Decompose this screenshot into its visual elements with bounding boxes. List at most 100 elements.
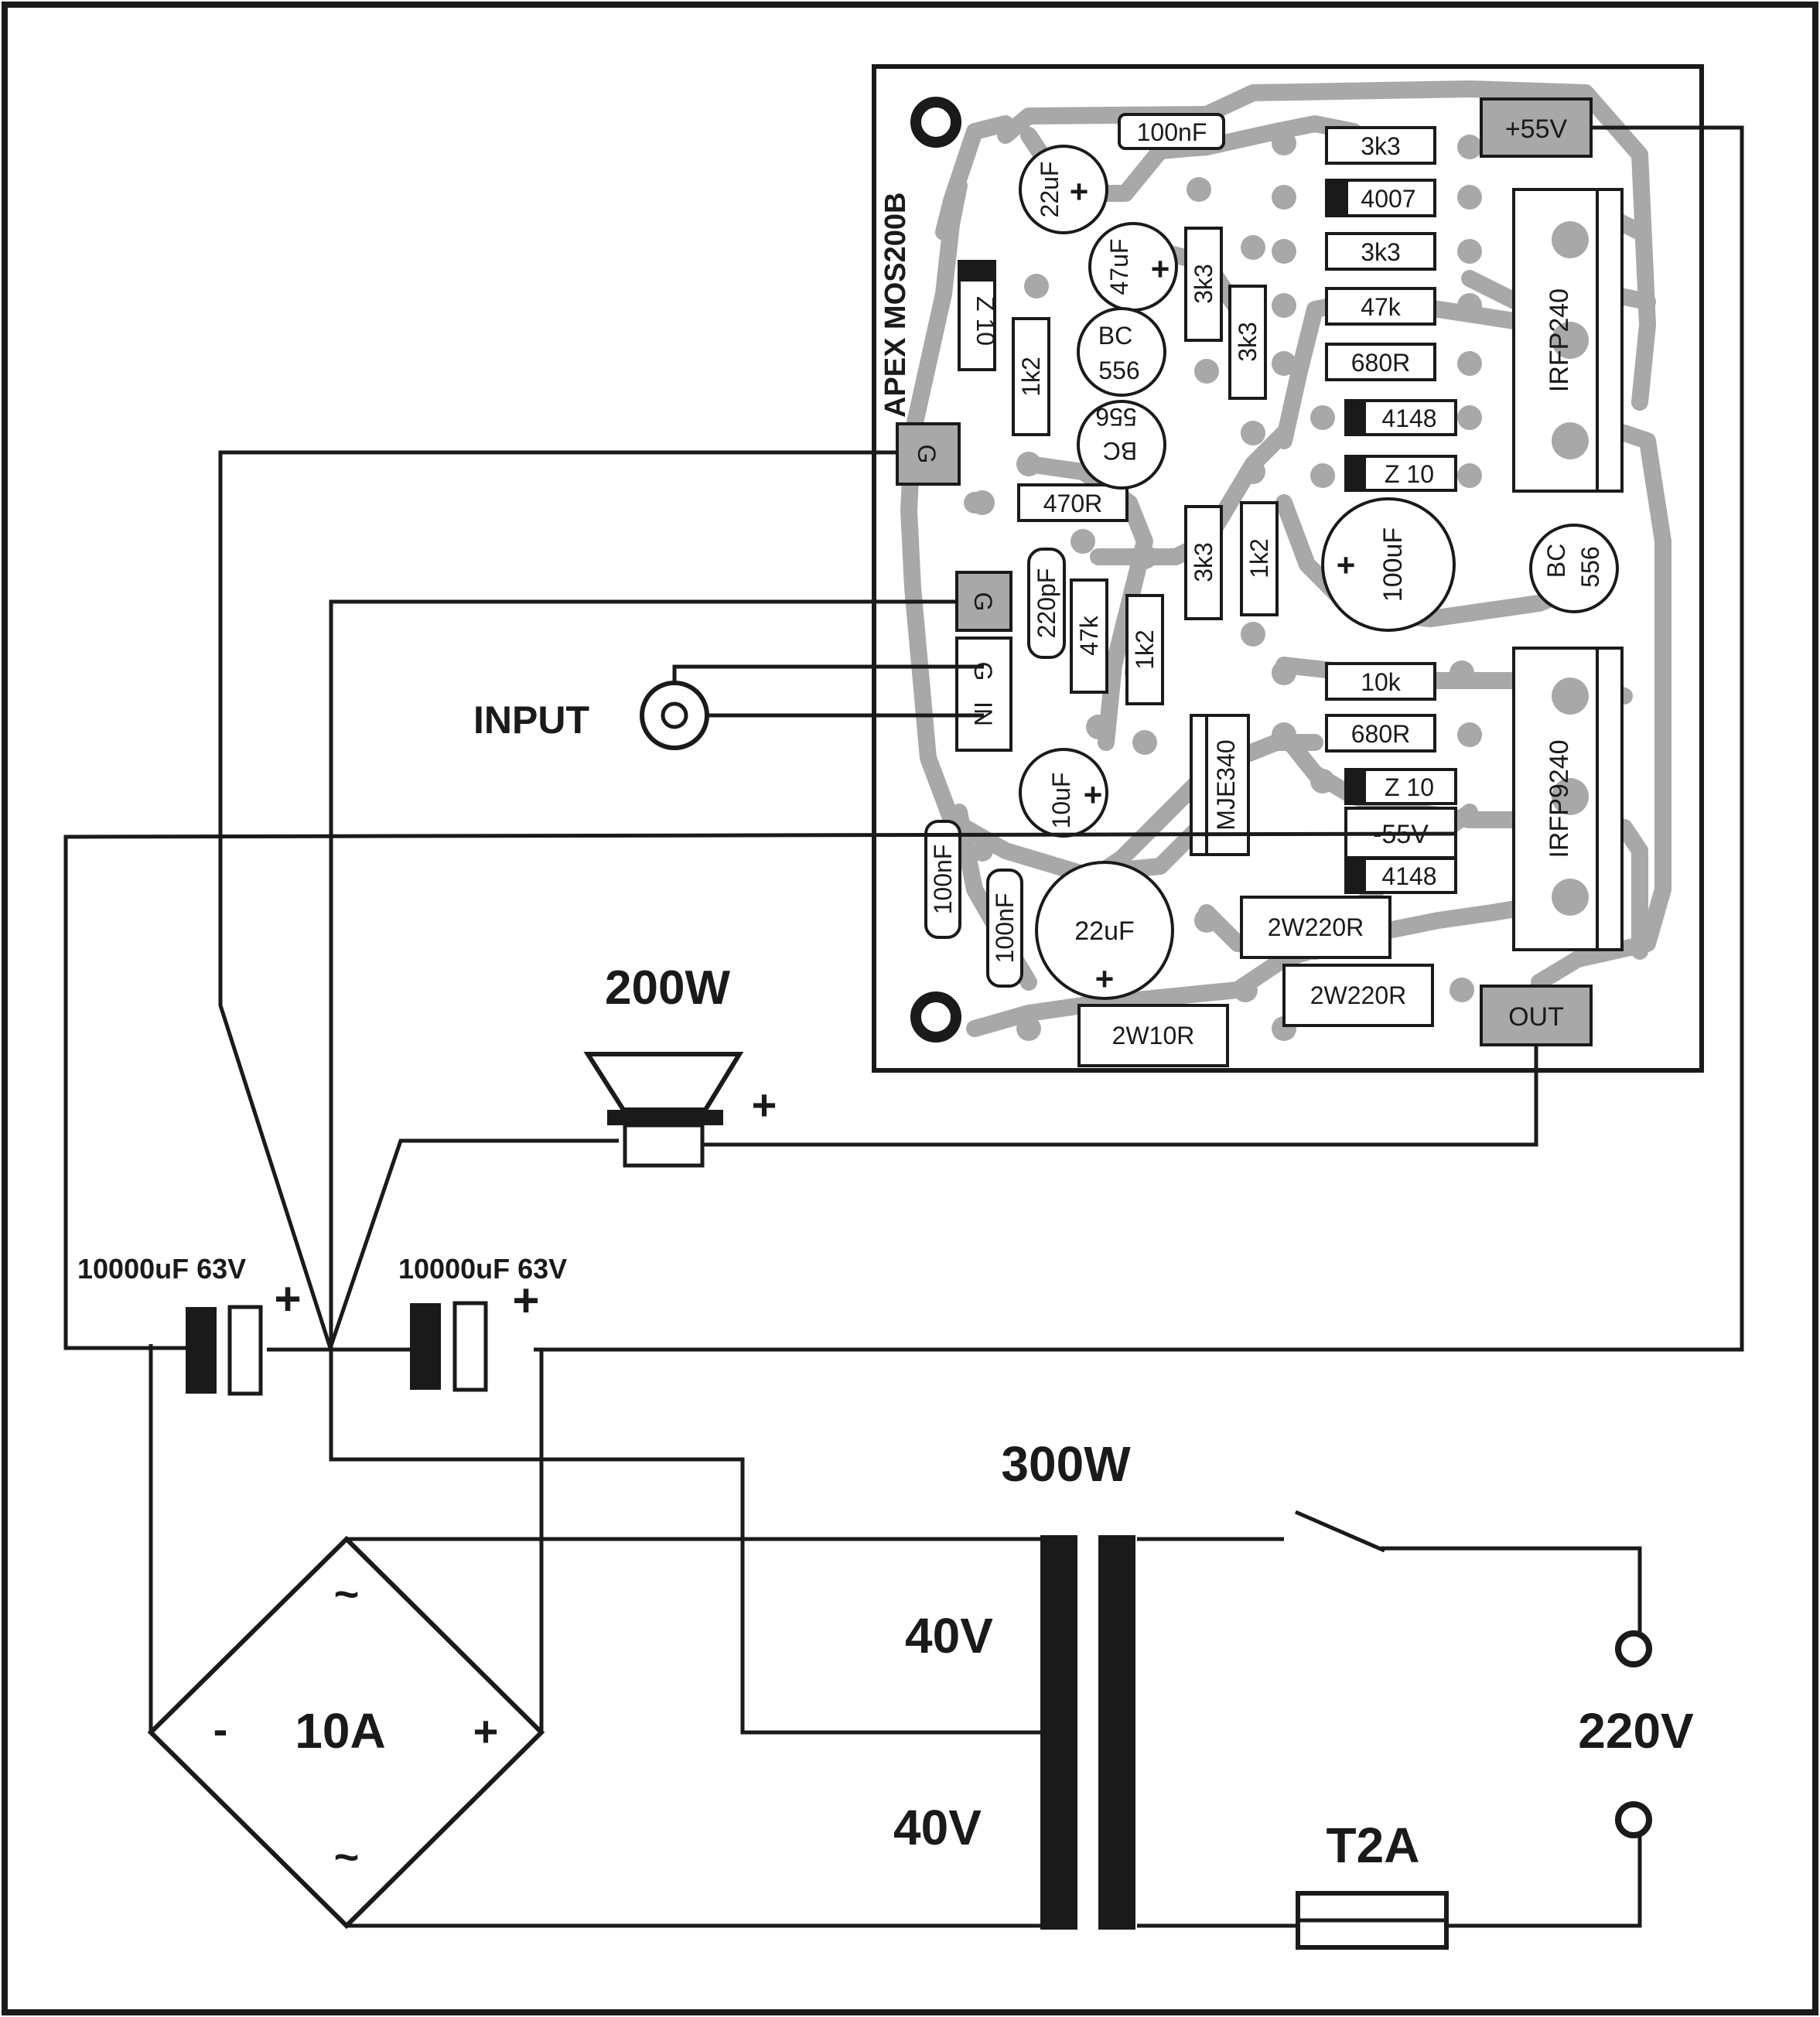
transformer-power-label: 300W: [1001, 1436, 1131, 1492]
r-47k-b: 47k: [1070, 578, 1108, 694]
svg-text:1k2: 1k2: [1131, 630, 1159, 670]
svg-text:+: +: [1337, 547, 1356, 583]
terminal-out: OUT: [1480, 985, 1593, 1046]
r-3k3-b: 3k3: [1325, 232, 1436, 271]
svg-text:3k3: 3k3: [1234, 322, 1262, 362]
irfp9240: IRFP9240: [1512, 647, 1624, 951]
r-3k3-d: 3k3: [1228, 285, 1267, 400]
svg-text:+: +: [1095, 961, 1115, 997]
r-3k3-e: 3k3: [1184, 505, 1223, 620]
svg-text:BC: BC: [1103, 437, 1137, 465]
svg-text:22uF: 22uF: [1074, 916, 1135, 946]
r-680r-a: 680R: [1325, 343, 1436, 381]
terminal-plus-55v: +55V: [1480, 97, 1593, 158]
c-100nf-top: 100nF: [1118, 113, 1225, 150]
zener-a: Z 10: [1344, 455, 1457, 492]
fuse: [1296, 1891, 1449, 1950]
terminal-g-input: G: [955, 571, 1012, 632]
svg-text:G: G: [969, 592, 997, 612]
svg-text:3k3: 3k3: [1190, 542, 1217, 582]
mains-switch: [1295, 1510, 1385, 1553]
speaker-power-label: 200W: [605, 961, 730, 1015]
c-100uf: 100uF +: [1321, 497, 1456, 632]
irfp240: IRFP240: [1512, 188, 1624, 493]
c-22uf-top: 22uF+: [1019, 145, 1108, 234]
svg-text:100uF: 100uF: [1378, 527, 1408, 602]
svg-text:47uF: 47uF: [1105, 239, 1133, 295]
d-4148-a: 4148: [1344, 399, 1457, 436]
svg-text:+: +: [1084, 776, 1103, 813]
bridge-ac-top: ~: [334, 1569, 360, 1618]
speaker-plus: +: [752, 1080, 777, 1129]
input-jack: [640, 681, 709, 750]
r-3k3-a: 3k3: [1325, 126, 1436, 165]
c-10uf: 10uF +: [1019, 748, 1108, 838]
r-3k3-c: 3k3: [1184, 227, 1223, 342]
r-1k2-a: 1k2: [1012, 317, 1050, 436]
svg-text:220pF: 220pF: [1033, 568, 1060, 639]
mains-terminal-top: [1615, 1630, 1652, 1667]
r-680r-b: 680R: [1325, 714, 1436, 753]
svg-text:OUT: OUT: [1508, 1002, 1564, 1032]
svg-text:+: +: [1151, 251, 1170, 287]
filter-cap-right-label: 10000uF 63V: [398, 1253, 567, 1285]
d-4148-b: 4148: [1344, 857, 1457, 894]
mounting-hole-bottom: [910, 991, 961, 1043]
r-47k-a: 47k: [1325, 287, 1436, 326]
mains-terminal-bottom: [1615, 1801, 1652, 1838]
svg-text:22uF: 22uF: [1036, 162, 1064, 218]
c-47uf: 47uF +: [1088, 222, 1178, 312]
input-label: INPUT: [473, 698, 589, 742]
mje340: MJE340: [1190, 714, 1250, 856]
svg-text:556: 556: [1098, 357, 1139, 384]
bridge-plus: +: [473, 1707, 499, 1756]
svg-text:3k3: 3k3: [1361, 238, 1401, 266]
svg-text:+55V: +55V: [1505, 114, 1568, 144]
c-100nf-b: 100nF: [924, 820, 961, 939]
svg-text:100nF: 100nF: [929, 845, 957, 915]
terminal-in-g: G IN: [955, 636, 1012, 752]
svg-text:47k: 47k: [1075, 615, 1103, 656]
svg-text:100nF: 100nF: [991, 893, 1019, 964]
svg-text:470R: 470R: [1043, 490, 1103, 517]
speaker-icon: [583, 1052, 744, 1168]
svg-text:G: G: [969, 662, 997, 681]
svg-text:3k3: 3k3: [1361, 132, 1401, 160]
svg-text:2W220R: 2W220R: [1268, 913, 1364, 941]
svg-text:680R: 680R: [1351, 349, 1411, 377]
zener-left: Z 10: [958, 260, 999, 371]
bridge-ac-bottom: ~: [334, 1832, 360, 1881]
svg-text:IRFP9240: IRFP9240: [1545, 739, 1574, 858]
bc556-a: BC 556: [1077, 307, 1166, 397]
bridge-minus: -: [213, 1705, 228, 1753]
svg-text:4148: 4148: [1381, 862, 1436, 890]
svg-text:10k: 10k: [1361, 668, 1402, 696]
svg-text:47k: 47k: [1361, 293, 1402, 321]
pcb-board: APEX MOS200B +55V G G G IN -55V OUT 100n: [872, 64, 1704, 1073]
r-1k2-c: 1k2: [1125, 594, 1164, 705]
fuse-rating: T2A: [1327, 1817, 1420, 1873]
wiring: [63, 125, 1744, 1928]
svg-text:Z 10: Z 10: [1385, 460, 1434, 488]
secondary-top-voltage: 40V: [905, 1608, 993, 1664]
svg-text:2W220R: 2W220R: [1310, 981, 1407, 1009]
svg-text:Z 10: Z 10: [971, 296, 999, 346]
svg-text:4007: 4007: [1361, 185, 1415, 213]
filter-cap-left: [186, 1305, 263, 1396]
svg-text:BC: BC: [1542, 544, 1570, 578]
svg-text:10uF: 10uF: [1047, 773, 1075, 829]
svg-text:3k3: 3k3: [1190, 264, 1217, 304]
svg-text:680R: 680R: [1351, 720, 1411, 748]
svg-text:BC: BC: [1098, 322, 1132, 350]
r-1k2-b: 1k2: [1240, 501, 1279, 616]
c-220pf: 220pF: [1027, 548, 1066, 659]
svg-text:2W10R: 2W10R: [1112, 1022, 1195, 1049]
c-100nf-c: 100nF: [986, 869, 1023, 988]
secondary-bottom-voltage: 40V: [893, 1800, 982, 1855]
svg-text:1k2: 1k2: [1245, 538, 1273, 578]
filter-cap-left-label: 10000uF 63V: [77, 1253, 246, 1285]
d-4007: 4007: [1325, 179, 1436, 217]
